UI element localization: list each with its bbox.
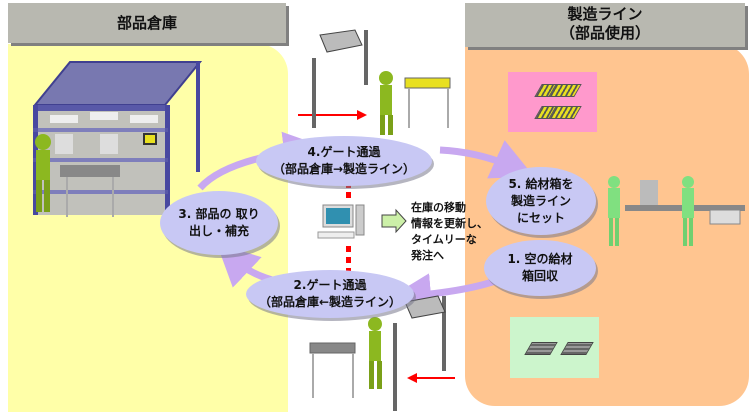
step-5-line1: 5. 給材箱を xyxy=(508,176,574,191)
step-2-line1: 2.ゲート通過 xyxy=(293,278,367,292)
production-workers-illustration xyxy=(608,176,745,246)
warehouse-title: 部品倉庫 xyxy=(116,14,177,32)
parts-tray-icon xyxy=(548,84,582,97)
empty-tray-icon xyxy=(560,342,594,355)
arrow-4-to-5 xyxy=(439,140,535,179)
step-4-gate-out: 4.ゲート通過 （部品倉庫→製造ライン） xyxy=(256,136,432,186)
update-arrow-icon xyxy=(381,208,407,234)
step-5-line2: 製造ライン xyxy=(510,193,571,208)
step-4-line1: 4.ゲート通過 xyxy=(307,145,381,159)
network-link-dot xyxy=(346,257,351,263)
step-3-pick-replenish: 3. 部品の 取り 出し・補充 xyxy=(160,191,278,255)
step-3-line1: 3. 部品の 取り xyxy=(178,207,260,221)
full-parts-box-area xyxy=(508,72,597,132)
step-2-gate-in: 2.ゲート通過 （部品倉庫←製造ライン） xyxy=(246,270,414,318)
step-3-line2: 出し・補充 xyxy=(188,224,249,238)
step-4-line2: （部品倉庫→製造ライン） xyxy=(272,162,416,176)
production-line-header: 製造ライン （部品使用） xyxy=(465,3,745,47)
production-line-subtitle: （部品使用） xyxy=(559,24,650,42)
parts-tray-icon xyxy=(548,106,582,119)
gate-scanner-top-illustration xyxy=(312,29,451,135)
warehouse-header: 部品倉庫 xyxy=(8,3,286,43)
step-1-line1: 1. 空の給材 xyxy=(507,252,573,266)
step-1-collect-empty: 1. 空の給材 箱回収 xyxy=(484,240,596,296)
step-2-line2: （部品倉庫←製造ライン） xyxy=(258,295,402,309)
gate-scanner-bottom-illustration xyxy=(309,295,446,411)
warehouse-rack-illustration xyxy=(32,61,203,215)
network-link-dot xyxy=(346,246,351,252)
step-5-set-box: 5. 給材箱を 製造ライン にセット xyxy=(486,167,596,235)
inventory-update-note: 在庫の移動 情報を更新し、 タイムリーな 発注へ xyxy=(411,201,488,262)
empty-box-area xyxy=(510,317,599,378)
computer-icon xyxy=(317,204,365,239)
network-link-dot xyxy=(346,192,351,198)
production-line-title: 製造ライン xyxy=(567,5,643,23)
step-5-line3: にセット xyxy=(516,210,565,225)
step-1-line2: 箱回収 xyxy=(521,269,558,283)
worker-warehouse-illustration xyxy=(35,134,120,217)
empty-tray-icon xyxy=(524,342,558,355)
